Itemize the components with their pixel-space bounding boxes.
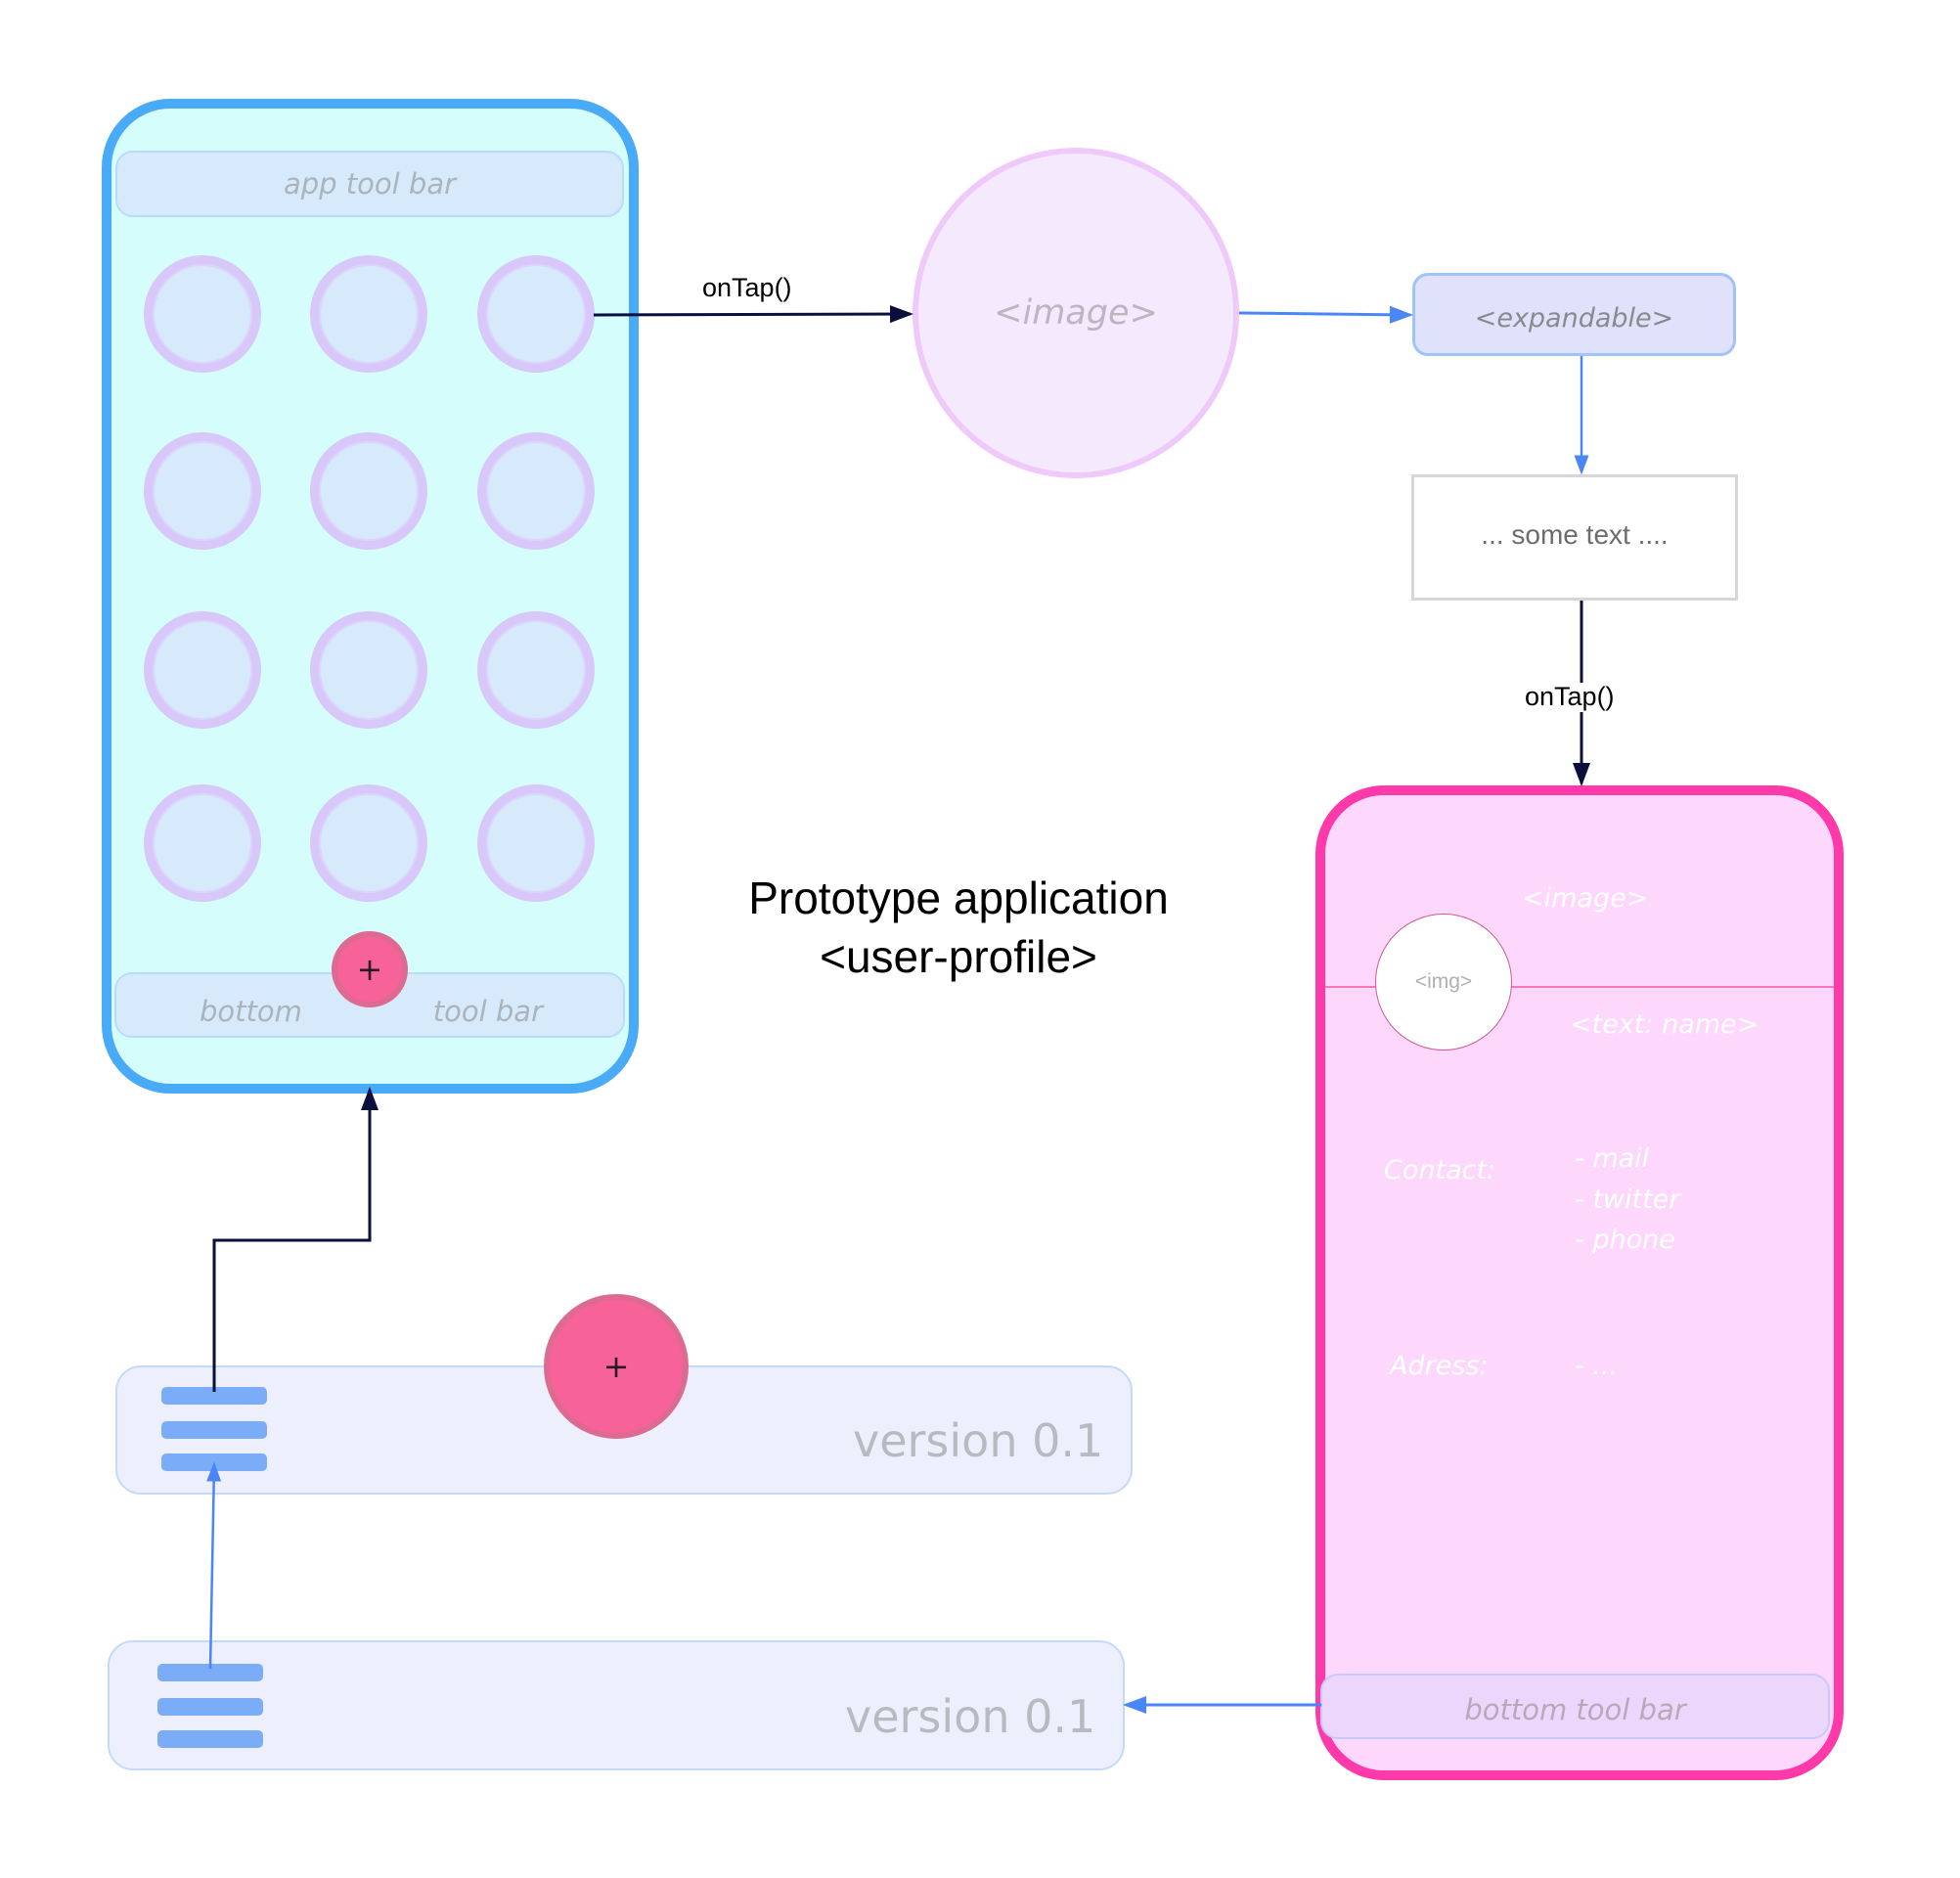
edge-version2-to-version1 [206, 1461, 222, 1670]
hamburger-menu-icon-line[interactable] [157, 1698, 263, 1716]
hamburger-menu-icon-line[interactable] [161, 1421, 267, 1439]
contact-item-phone[interactable]: - phone [1575, 1225, 1675, 1255]
version-add-fab-button[interactable]: + [544, 1294, 689, 1439]
grid-item-icon[interactable] [477, 784, 595, 902]
image-node-label: <image> [994, 293, 1158, 333]
app-toolbar-label: app tool bar [283, 167, 457, 201]
edge-label-text-to-profile: onTap() [1525, 682, 1615, 711]
grid-item-icon[interactable] [477, 611, 595, 729]
profile-avatar[interactable]: <img> [1375, 914, 1512, 1051]
grid-item-icon[interactable] [477, 432, 595, 550]
profile-image-label: <image> [1522, 883, 1649, 914]
plus-icon: + [356, 951, 383, 988]
text-node-label: ... some text .... [1481, 518, 1669, 550]
hamburger-menu-icon-line[interactable] [161, 1453, 267, 1471]
diagram-title-line2: <user-profile> [820, 931, 1097, 982]
edge-label-grid-to-image: onTap() [702, 273, 792, 302]
add-fab-button[interactable]: + [332, 931, 408, 1007]
profile-header-divider [1325, 986, 1834, 988]
plus-icon: + [602, 1348, 630, 1385]
address-label: Adress: [1390, 1351, 1489, 1381]
expandable-node-label: <expandable> [1474, 303, 1674, 334]
edge-version-to-main [212, 1087, 379, 1392]
grid-item-icon[interactable] [144, 432, 261, 550]
edge-grid-to-image [593, 305, 913, 324]
diagram-title: Prototype application <user-profile> [665, 869, 1252, 986]
grid-item-icon[interactable] [144, 611, 261, 729]
text-node[interactable]: ... some text .... [1411, 474, 1738, 601]
contact-item-mail[interactable]: - mail [1575, 1143, 1650, 1174]
expandable-node[interactable]: <expandable> [1412, 273, 1736, 356]
bottom-toolbar-left-label: bottom [200, 994, 302, 1028]
grid-item-icon[interactable] [310, 784, 427, 902]
hamburger-menu-icon-line[interactable] [161, 1387, 267, 1405]
version-label: version 0.1 [845, 1690, 1096, 1743]
version-label: version 0.1 [853, 1414, 1104, 1467]
version-bar-bottom [108, 1640, 1125, 1770]
profile-name-label: <text: name> [1570, 1009, 1760, 1040]
hamburger-menu-icon-line[interactable] [157, 1664, 263, 1681]
profile-bottom-toolbar[interactable]: bottom tool bar [1320, 1674, 1830, 1739]
bottom-toolbar-right-label: tool bar [432, 994, 543, 1028]
grid-item-icon[interactable] [144, 255, 261, 373]
address-value: - ... [1575, 1351, 1619, 1381]
app-toolbar[interactable]: app tool bar [115, 151, 624, 217]
grid-item-icon[interactable] [310, 255, 427, 373]
edge-image-to-expandable [1238, 305, 1413, 324]
diagram-title-line1: Prototype application [748, 872, 1169, 923]
hamburger-menu-icon-line[interactable] [157, 1730, 263, 1748]
contact-item-twitter[interactable]: - twitter [1575, 1185, 1680, 1215]
image-node[interactable]: <image> [913, 148, 1239, 478]
grid-item-icon[interactable] [144, 784, 261, 902]
profile-bottom-toolbar-label: bottom tool bar [1464, 1692, 1686, 1726]
grid-item-icon[interactable] [310, 611, 427, 729]
profile-avatar-label: <img> [1414, 970, 1473, 993]
grid-item-icon[interactable] [310, 432, 427, 550]
contact-label: Contact: [1384, 1155, 1496, 1185]
grid-item-icon[interactable] [477, 255, 595, 373]
